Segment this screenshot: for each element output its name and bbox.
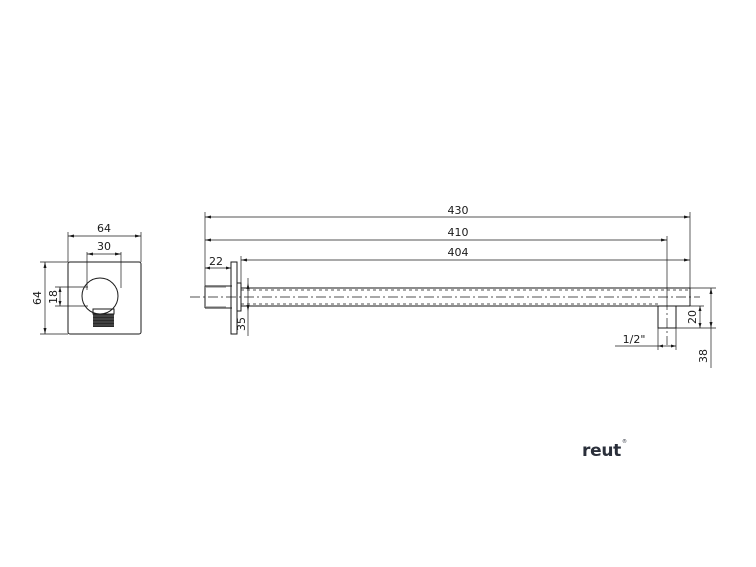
thread-stem bbox=[93, 314, 114, 327]
brand-logo: reut® bbox=[582, 439, 627, 461]
brand-mark: ® bbox=[621, 439, 627, 446]
brand-name: reut bbox=[582, 441, 621, 461]
dim-overall-length: 430 bbox=[448, 204, 469, 217]
dim-outlet-height: 20 bbox=[686, 310, 699, 324]
wall-flange bbox=[230, 261, 238, 335]
dim-length-to-outlet: 410 bbox=[448, 226, 469, 239]
dim-total-drop: 38 bbox=[697, 349, 710, 363]
front-view: 430 410 404 22 35 20 38 bbox=[190, 204, 716, 368]
dim-flange-offset: 35 bbox=[235, 317, 248, 331]
dim-side-height: 64 bbox=[31, 291, 44, 305]
dim-side-width: 64 bbox=[97, 222, 111, 235]
dim-side-inner-width: 30 bbox=[97, 240, 111, 253]
dim-thread-size: 1/2" bbox=[623, 333, 646, 346]
dim-side-inner-height: 18 bbox=[47, 290, 60, 304]
dim-arm-length: 404 bbox=[448, 246, 469, 259]
wall-plate-outline bbox=[67, 261, 142, 335]
side-view: 64 30 64 18 bbox=[31, 222, 142, 335]
dim-thread-length: 22 bbox=[209, 255, 223, 268]
